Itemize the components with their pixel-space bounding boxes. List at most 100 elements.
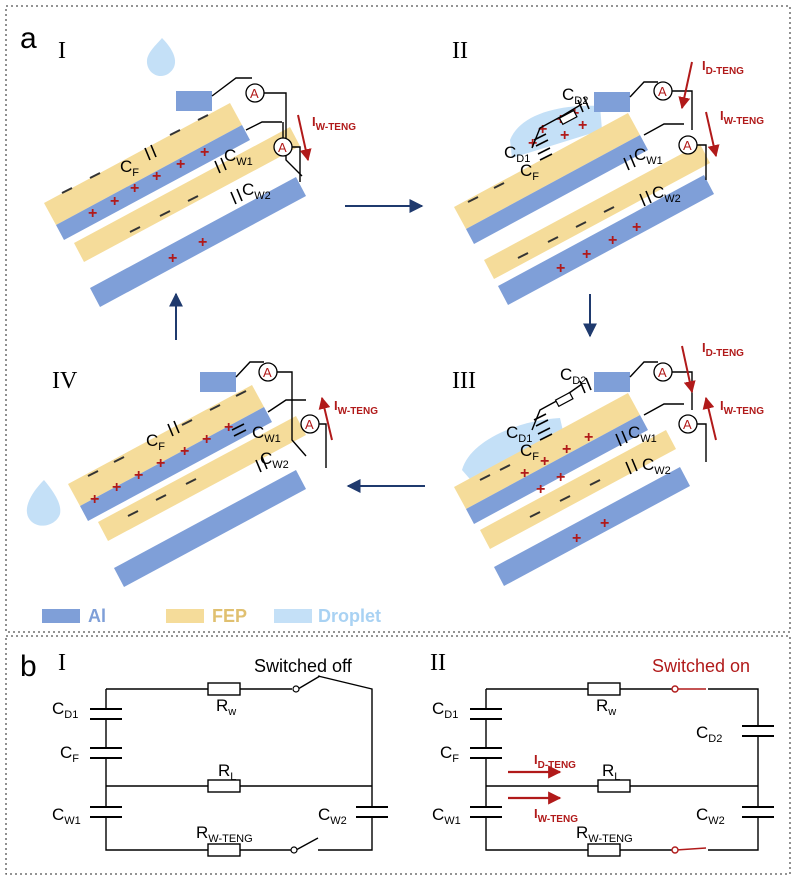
stage-1-numeral: I (58, 38, 66, 64)
capacitor-symbol (167, 420, 268, 473)
al-layer (494, 467, 690, 586)
cf-label: CF (520, 161, 539, 183)
svg-text:+: + (560, 127, 569, 144)
legend-swatch-fep (166, 609, 204, 623)
svg-text:+: + (202, 431, 211, 448)
cd2-label: CD2 (696, 723, 722, 745)
switch-terminal (292, 685, 300, 693)
ammeter-label: A (305, 417, 314, 432)
fep-layer (480, 430, 676, 549)
i-w-teng-label: IW-TENG (720, 398, 764, 417)
cd1-label: CD1 (504, 143, 530, 165)
svg-text:+: + (110, 193, 119, 210)
rl-label: RL (218, 761, 236, 783)
electrode-top (594, 372, 630, 392)
svg-text:+: + (562, 441, 571, 458)
capacitor-symbol (90, 708, 388, 818)
svg-text:+: + (578, 117, 587, 134)
cd1-label: CD1 (52, 699, 78, 721)
switch-terminal (671, 685, 679, 693)
cf-label: CF (520, 441, 539, 463)
cw1-label: CW1 (628, 423, 657, 445)
svg-text:+: + (536, 481, 545, 498)
i-d-teng-label: ID-TENG (702, 58, 744, 77)
svg-text:+: + (134, 467, 143, 484)
current-arrow (318, 396, 333, 441)
switch-icon (295, 837, 319, 851)
al-layer (56, 125, 250, 240)
svg-text:+: + (528, 135, 537, 152)
capacitor-symbol (470, 708, 774, 818)
cw1-label: CW1 (52, 805, 81, 827)
fep-layer (44, 103, 242, 225)
ammeter-label: A (658, 84, 667, 99)
cw1-label: CW1 (432, 805, 461, 827)
cd1-label: CD1 (506, 423, 532, 445)
svg-text:+: + (112, 479, 121, 496)
switched-off-label: Switched off (254, 656, 353, 676)
panel-b-label: b (20, 650, 37, 683)
svg-text:+: + (180, 443, 189, 460)
switch-terminal (290, 846, 298, 854)
svg-text:+: + (198, 234, 207, 251)
negative-charges (87, 390, 247, 517)
svg-text:+: + (520, 465, 529, 482)
resistor-rw-teng (207, 843, 241, 857)
current-arrow (705, 111, 720, 158)
legend-label-al: Al (88, 606, 106, 626)
rw-label: Rw (216, 696, 236, 718)
svg-text:+: + (582, 246, 591, 263)
al-layer (90, 177, 306, 307)
cf-label: CF (60, 743, 79, 765)
electrode-top (594, 92, 630, 112)
droplet-icon (26, 480, 61, 526)
circuit-1: I Switched off CD1 CF CW1 CW2 Rw RL RW-T… (52, 650, 388, 857)
capacitor-symbol (533, 377, 638, 475)
switch-icon (675, 847, 707, 851)
resistor-symbol (558, 109, 578, 126)
cf-label: CF (120, 157, 139, 179)
fep-layer (68, 385, 264, 506)
svg-text:+: + (600, 515, 609, 532)
cf-label: CF (146, 431, 165, 453)
switch-icon (297, 675, 321, 690)
svg-text:+: + (608, 232, 617, 249)
panel-a-label: a (20, 22, 37, 55)
cd2-label: CD2 (560, 365, 586, 387)
legend-swatch-droplet (274, 609, 312, 623)
svg-text:+: + (130, 180, 139, 197)
svg-text:+: + (538, 121, 547, 138)
switch-terminal (671, 846, 679, 854)
capacitor-symbol (533, 96, 652, 207)
i-w-teng-label: IW-TENG (334, 398, 378, 417)
fep-layer (74, 127, 300, 262)
rw-teng-label: RW-TENG (576, 823, 633, 845)
al-layer (498, 175, 714, 305)
current-arrow (678, 61, 693, 110)
i-d-teng-label: ID-TENG (702, 340, 744, 359)
al-layer (114, 470, 306, 587)
svg-text:+: + (632, 219, 641, 236)
rw-teng-label: RW-TENG (196, 823, 253, 845)
cw1-label: CW1 (252, 423, 281, 445)
resistor-rw (587, 682, 621, 696)
i-w-teng-label: IW-TENG (720, 108, 764, 127)
switched-on-label: Switched on (652, 656, 750, 676)
svg-text:+: + (156, 455, 165, 472)
panel-a-frame (5, 5, 791, 633)
stage-1: I ++++ ++ ++ A A IW-TENG (44, 38, 356, 307)
svg-text:+: + (540, 453, 549, 470)
electrode-top (176, 91, 212, 111)
stage-3-numeral: III (452, 368, 476, 394)
cw2-label: CW2 (318, 805, 347, 827)
svg-text:+: + (88, 205, 97, 222)
stage-2-numeral: II (452, 38, 468, 64)
current-arrow (297, 114, 312, 162)
capacitor-symbol (144, 144, 243, 205)
circuit-1-numeral: I (58, 650, 66, 676)
legend-label-droplet: Droplet (318, 606, 381, 626)
al-layer (466, 415, 648, 524)
cw2-label: CW2 (652, 183, 681, 205)
ammeter-label: A (683, 138, 692, 153)
